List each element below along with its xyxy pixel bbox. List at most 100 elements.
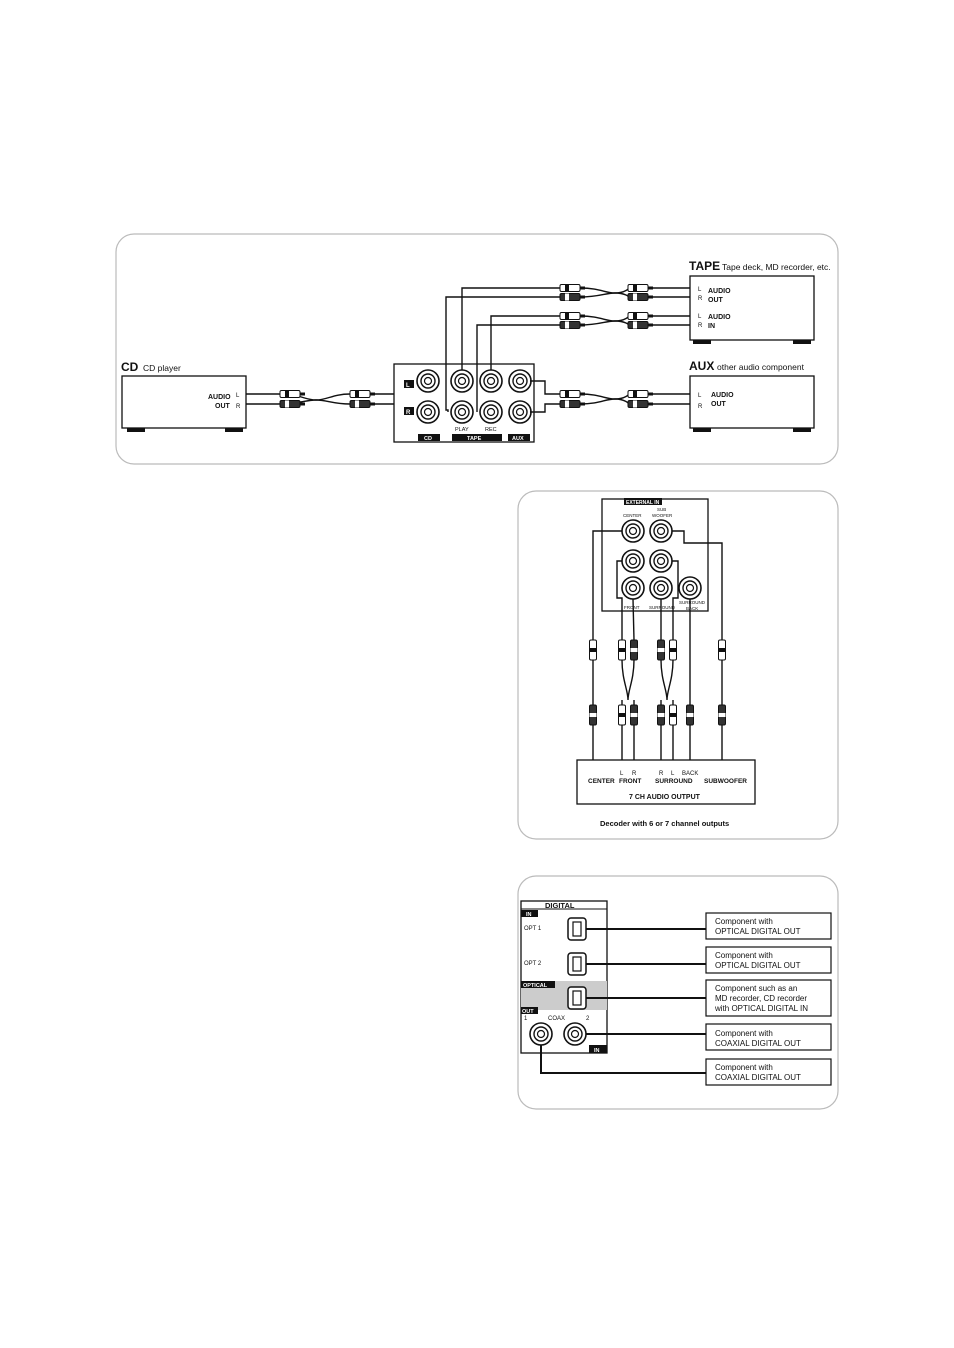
tape-section-label: TAPE bbox=[467, 436, 482, 442]
tape-play-jack-r bbox=[450, 400, 474, 424]
aux-title: AUX bbox=[689, 359, 714, 373]
coax-label: COAX bbox=[548, 1016, 565, 1022]
component-box-3: Component such as an MD recorder, CD rec… bbox=[705, 979, 832, 1017]
digital-label: DIGITAL bbox=[545, 901, 575, 910]
cd-box bbox=[121, 375, 247, 429]
coax1-label: 1 bbox=[524, 1016, 528, 1022]
woofer-jack-label: WOOFER bbox=[652, 513, 673, 518]
tape-rec-jack-r bbox=[479, 400, 503, 424]
tape-deck: TAPE Tape deck, MD recorder, etc. L R AU… bbox=[689, 259, 831, 344]
component-box-2: Component with OPTICAL DIGITAL OUT bbox=[705, 946, 832, 974]
external-in-label: EXTERNAL IN bbox=[626, 500, 660, 506]
box5-line1: Component with bbox=[715, 1063, 773, 1072]
jack-r-tag: R bbox=[406, 410, 411, 416]
box3-line3: with OPTICAL DIGITAL IN bbox=[714, 1004, 808, 1013]
cd-title: CD bbox=[121, 360, 139, 374]
tape-out-audio: AUDIO bbox=[708, 288, 731, 295]
sub-jack-label: SUB bbox=[657, 507, 666, 512]
box5-line2: COAXIAL DIGITAL OUT bbox=[715, 1073, 801, 1082]
tape-in-r: R bbox=[698, 323, 703, 329]
tape-play-jack-l bbox=[450, 369, 474, 393]
tape-box bbox=[689, 275, 815, 341]
tape-in-label: IN bbox=[708, 323, 715, 330]
jack-l-tag: L bbox=[406, 383, 410, 389]
tape-in-audio: AUDIO bbox=[708, 314, 731, 321]
receiver-rear-panel: L R PLAY REC CD TAPE AUX bbox=[393, 363, 535, 443]
front-jack-label: FRONT bbox=[624, 605, 640, 610]
box1-line2: OPTICAL DIGITAL OUT bbox=[715, 927, 801, 936]
front-l-jack bbox=[621, 549, 645, 573]
center-jack bbox=[621, 519, 645, 543]
multichannel-cables bbox=[592, 530, 723, 762]
decoder-surround-l: L bbox=[671, 771, 675, 777]
aux-jack-r bbox=[508, 400, 532, 424]
analog-connection-panel: CD CD player AUDIO OUT L R L R bbox=[115, 233, 839, 465]
coax2-label: 2 bbox=[586, 1016, 590, 1022]
aux-audio: AUDIO bbox=[711, 392, 734, 399]
tape-out-label: OUT bbox=[708, 297, 724, 304]
aux-subtitle: other audio component bbox=[717, 362, 805, 372]
multichannel-panel: EXTERNAL IN CENTER SUB WOOFER FRONT SURR… bbox=[517, 490, 839, 840]
opt2-port bbox=[567, 952, 587, 976]
cd-l-label: L bbox=[236, 393, 240, 399]
optical-tag: OPTICAL bbox=[523, 983, 548, 989]
coax2-jack bbox=[563, 1022, 587, 1046]
digital-panel: DIGITAL IN OPT 1 OPT 2 OPTICAL OUT 1 COA… bbox=[517, 875, 839, 1110]
box2-line1: Component with bbox=[715, 951, 773, 960]
aux-box bbox=[689, 375, 815, 429]
decoder-front: FRONT bbox=[619, 778, 641, 785]
box4-line2: COAXIAL DIGITAL OUT bbox=[715, 1039, 801, 1048]
decoder-subwoofer: SUBWOOFER bbox=[704, 778, 747, 785]
surround-back-jack bbox=[678, 576, 702, 600]
surround-back-jack-label2: BACK bbox=[686, 606, 698, 611]
cd-subtitle: CD player bbox=[143, 363, 181, 373]
digital-cables bbox=[540, 928, 706, 1074]
decoder-surround: SURROUND bbox=[655, 778, 693, 785]
tape-rec-jack-l bbox=[479, 369, 503, 393]
aux-l: L bbox=[698, 393, 702, 399]
decoder-front-r: R bbox=[632, 771, 637, 777]
cd-jack-r bbox=[416, 400, 440, 424]
decoder-center: CENTER bbox=[588, 778, 615, 785]
decoder-surround-r: R bbox=[659, 771, 664, 777]
aux-section-label: AUX bbox=[512, 436, 524, 442]
cd-section-label: CD bbox=[424, 436, 432, 442]
decoder-output-label: 7 CH AUDIO OUTPUT bbox=[629, 794, 701, 801]
opt1-label: OPT 1 bbox=[524, 926, 542, 932]
in-tag: IN bbox=[526, 912, 532, 918]
surround-l-jack bbox=[649, 549, 673, 573]
rec-label: REC bbox=[485, 427, 497, 433]
center-jack-label: CENTER bbox=[623, 513, 642, 518]
tape-out-r: R bbox=[698, 296, 703, 302]
tape-out-l: L bbox=[698, 287, 702, 293]
aux-r: R bbox=[698, 404, 703, 410]
opt1-port bbox=[567, 917, 587, 941]
box3-line2: MD recorder, CD recorder bbox=[715, 994, 807, 1003]
cd-r-label: R bbox=[236, 404, 241, 410]
cd-out-label: OUT bbox=[215, 403, 231, 410]
decoder-front-l: L bbox=[620, 771, 624, 777]
cd-jack-l bbox=[416, 369, 440, 393]
in-tag-2: IN bbox=[594, 1048, 600, 1054]
aux-component: AUX other audio component L R AUDIO OUT bbox=[689, 359, 815, 432]
panel-frame-2 bbox=[517, 490, 839, 840]
surround-r-jack bbox=[649, 576, 673, 600]
surround-back-jack-label1: SURROUND bbox=[679, 600, 706, 605]
component-box-5: Component with COAXIAL DIGITAL OUT bbox=[705, 1058, 832, 1086]
tape-title: TAPE bbox=[689, 259, 720, 273]
play-label: PLAY bbox=[455, 427, 469, 433]
component-box-1: Component with OPTICAL DIGITAL OUT bbox=[705, 912, 832, 940]
box3-line1: Component such as an bbox=[715, 984, 797, 993]
decoder-box bbox=[576, 759, 756, 805]
out-tag: OUT bbox=[522, 1009, 534, 1015]
box1-line1: Component with bbox=[715, 917, 773, 926]
surround-jack-label: SURROUND bbox=[649, 605, 676, 610]
aux-jack-l bbox=[508, 369, 532, 393]
aux-out: OUT bbox=[711, 401, 727, 408]
subwoofer-jack bbox=[649, 519, 673, 543]
front-r-jack bbox=[621, 576, 645, 600]
box2-line2: OPTICAL DIGITAL OUT bbox=[715, 961, 801, 970]
tape-in-l: L bbox=[698, 314, 702, 320]
decoder-unit: CENTER L R FRONT R L BACK SURROUND SUBWO… bbox=[576, 759, 756, 805]
